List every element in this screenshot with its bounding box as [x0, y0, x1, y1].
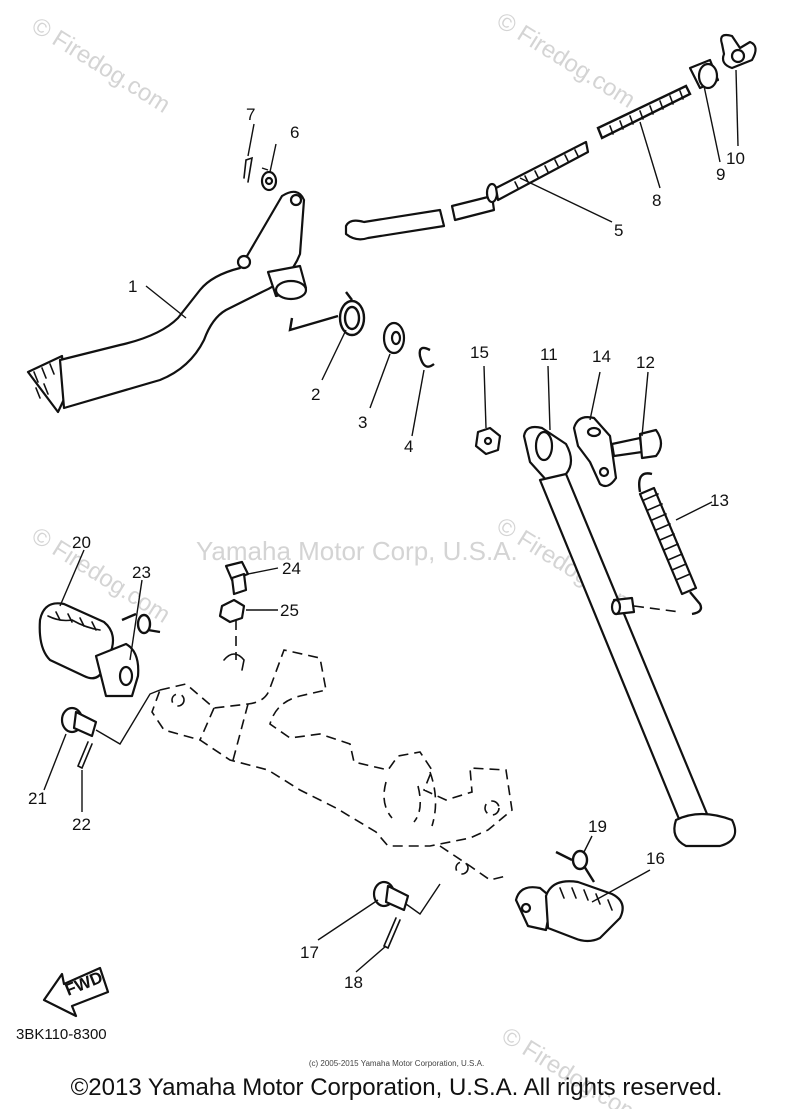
- callout-16: 16: [646, 849, 665, 868]
- part-1-pedal: [26, 190, 308, 414]
- part-23-spring: [121, 612, 161, 635]
- callout-21: 21: [28, 789, 47, 808]
- callout-8: 8: [652, 191, 661, 210]
- part-22-cotter: [76, 741, 93, 770]
- callout-7: 7: [246, 105, 255, 124]
- part-11-side-stand: [522, 425, 737, 848]
- copyright-notice: ©2013 Yamaha Motor Corporation, U.S.A. A…: [70, 1074, 723, 1101]
- callout-12: 12: [636, 353, 655, 372]
- callout-14: 14: [592, 347, 611, 366]
- part-15-nut: [474, 426, 502, 456]
- callout-numbers: 1 2 3 4 5 6 7 8 9 10 11 12 13 14 15 16 1…: [28, 105, 745, 992]
- frame-outline: [151, 649, 513, 881]
- part-20-footrest: [38, 602, 140, 698]
- callout-25: 25: [280, 601, 299, 620]
- callout-22: 22: [72, 815, 91, 834]
- callout-15: 15: [470, 343, 489, 362]
- part-25-nut: [218, 598, 246, 624]
- callout-18: 18: [344, 973, 363, 992]
- watermarks: © Firedog.com © Firedog.com © Firedog.co…: [27, 7, 645, 1109]
- part-12-bolt: [610, 428, 663, 460]
- callout-3: 3: [358, 413, 367, 432]
- watermark-top-right: © Firedog.com: [492, 7, 640, 113]
- part-4-circlip: [418, 346, 435, 368]
- callout-13: 13: [710, 491, 729, 510]
- small-copyright: (c) 2005-2015 Yamaha Motor Corporation, …: [308, 1059, 485, 1068]
- callout-24: 24: [282, 559, 301, 578]
- callout-4: 4: [404, 437, 413, 456]
- callout-6: 6: [290, 123, 299, 142]
- callout-9: 9: [716, 165, 725, 184]
- part-9-collar: [688, 58, 720, 90]
- part-5-rod: [344, 140, 590, 241]
- part-7-pin: [243, 156, 254, 183]
- callout-1: 1: [128, 277, 137, 296]
- part-19-spring: [555, 849, 596, 883]
- callout-11: 11: [540, 345, 558, 364]
- callout-19: 19: [588, 817, 607, 836]
- part-3-washer: [382, 321, 406, 355]
- part-10-wing-nut: [720, 33, 757, 70]
- frame-tab: [223, 653, 245, 671]
- diagram-code: 3BK110-8300: [16, 1026, 107, 1043]
- callout-10: 10: [726, 149, 745, 168]
- part-21-pin: [60, 706, 98, 738]
- callout-17: 17: [300, 943, 319, 962]
- part-24-bolt: [224, 560, 250, 596]
- part-13-spring: [638, 472, 703, 616]
- callout-5: 5: [614, 221, 623, 240]
- watermark-center: Yamaha Motor Corp, U.S.A.: [196, 536, 518, 566]
- part-8-spring: [596, 84, 692, 140]
- part-18-cotter: [382, 917, 401, 950]
- part-14-bracket: [572, 416, 618, 488]
- leader-21-to-frame: [95, 689, 161, 745]
- part-6-washer: [260, 170, 278, 192]
- watermark-top-left: © Firedog.com: [27, 12, 175, 118]
- leader-lines: [43, 69, 739, 973]
- part-2-spring: [288, 291, 366, 337]
- callout-20: 20: [72, 533, 91, 552]
- callout-2: 2: [311, 385, 320, 404]
- leader-17-to-frame: [405, 883, 441, 915]
- part-16-footrest: [514, 880, 624, 943]
- callout-21-23: 23: [132, 563, 151, 582]
- stand-pin: [610, 596, 681, 616]
- part-17-pin: [372, 880, 410, 912]
- fwd-arrow-icon: FWD: [42, 966, 110, 1018]
